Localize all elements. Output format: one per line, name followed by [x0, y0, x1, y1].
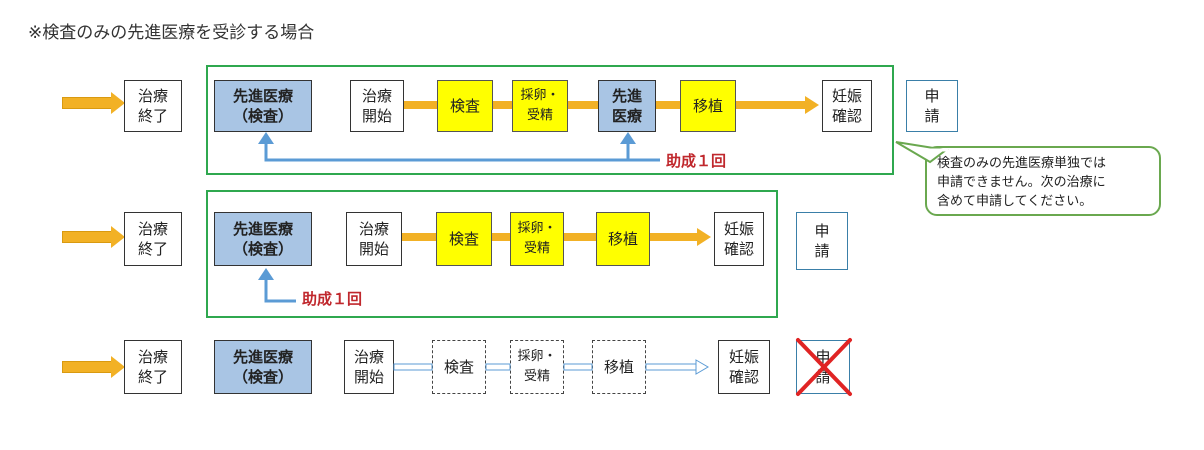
callout-pointer — [895, 141, 949, 164]
callout-note: 検査のみの先進医療単独では 申請できません。次の治療に 含めて申請してください。 — [925, 146, 1161, 216]
row1-retrieval: 採卵・ 受精 — [512, 80, 568, 132]
row1-frame — [206, 65, 894, 175]
row2-retrieval: 採卵・ 受精 — [510, 212, 564, 266]
row3-entry-arrow-head — [111, 356, 125, 378]
row3-hollow-arrows — [393, 359, 709, 375]
row2-treatment-end: 治療 終了 — [124, 212, 182, 266]
row1-subsidy-label: 助成１回 — [666, 152, 727, 170]
row1-flow-arrow-head — [805, 96, 819, 114]
row1-pregnancy: 妊娠 確認 — [822, 80, 872, 132]
row3-advanced-exam: 先進医療 （検査） — [214, 340, 312, 394]
row2-transfer: 移植 — [596, 212, 650, 266]
row2-flow-arrow-head — [697, 228, 711, 246]
row3-treatment-end: 治療 終了 — [124, 340, 182, 394]
row3-exam: 検査 — [432, 340, 486, 394]
row2-advanced-exam: 先進医療 （検査） — [214, 212, 312, 266]
row3-apply-cross — [796, 338, 852, 396]
row3-retrieval: 採卵・ 受精 — [510, 340, 564, 394]
row1-transfer: 移植 — [680, 80, 736, 132]
page-title: ※検査のみの先進医療を受診する場合 — [28, 23, 315, 43]
row2-exam: 検査 — [436, 212, 492, 266]
row1-exam: 検査 — [437, 80, 493, 132]
row1-advanced: 先進 医療 — [598, 80, 656, 132]
row1-apply: 申 請 — [906, 80, 958, 132]
row2-feedback-arrow-head — [258, 268, 274, 280]
row1-feedback-arrow — [264, 136, 630, 162]
row2-entry-arrow-head — [111, 226, 125, 248]
row2-frame — [206, 190, 778, 318]
row1-entry-arrow-head — [111, 92, 125, 114]
row1-feedback-arrow-head-right — [620, 132, 636, 144]
row2-feedback-arrow — [264, 278, 296, 303]
row2-subsidy-label: 助成１回 — [302, 290, 363, 308]
row1-feedback-arrow-head-left — [258, 132, 274, 144]
row2-pregnancy: 妊娠 確認 — [714, 212, 764, 266]
row1-treatment-start: 治療 開始 — [350, 80, 404, 132]
row2-apply: 申 請 — [796, 212, 848, 270]
row3-pregnancy: 妊娠 確認 — [718, 340, 770, 394]
row1-treatment-end: 治療 終了 — [124, 80, 182, 132]
row2-treatment-start: 治療 開始 — [346, 212, 402, 266]
row1-advanced-exam: 先進医療 （検査） — [214, 80, 312, 132]
